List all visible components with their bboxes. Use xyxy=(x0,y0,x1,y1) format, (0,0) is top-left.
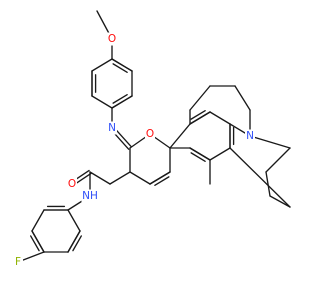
bond-lines xyxy=(17,10,291,263)
atom-labels: O O O N N NH F xyxy=(13,32,255,269)
double-bond xyxy=(190,152,206,162)
double-bond xyxy=(112,94,128,104)
double-bond xyxy=(189,147,211,161)
double-bond xyxy=(112,63,128,73)
single-bond xyxy=(269,195,291,208)
double-bond xyxy=(189,111,211,125)
double-bond xyxy=(190,110,206,120)
amide-nh-label: NH xyxy=(82,190,98,202)
double-bond xyxy=(67,230,81,253)
imine-nitrogen-label-background xyxy=(107,121,117,135)
double-bond xyxy=(72,235,83,252)
double-bond xyxy=(111,58,133,72)
fluorine-label: F xyxy=(15,256,21,268)
methoxy-oxygen-label: O xyxy=(108,33,116,45)
single-bond xyxy=(91,95,113,109)
single-bond xyxy=(129,171,151,185)
julolidine-nitrogen-label-background xyxy=(245,129,255,143)
double-bond xyxy=(154,176,170,186)
julolidine-nitrogen-label: N xyxy=(246,130,254,142)
double-bond xyxy=(29,235,40,252)
carbonyl-oxygen-label-background xyxy=(67,177,77,191)
single-bond xyxy=(109,171,131,185)
single-bond xyxy=(89,171,111,185)
single-bond xyxy=(209,147,231,161)
pyran-oxygen-label: O xyxy=(146,128,154,140)
methoxy-oxygen-label-background xyxy=(107,32,117,46)
pyran-oxygen-label-background xyxy=(145,127,155,141)
fluorine-label-background xyxy=(13,255,23,269)
carbonyl-oxygen-label: O xyxy=(68,178,76,190)
single-bond xyxy=(169,123,191,149)
single-bond xyxy=(265,147,291,173)
single-bond xyxy=(91,58,113,72)
amide-nh-label-background xyxy=(81,189,99,203)
single-bond xyxy=(229,147,291,208)
single-bond xyxy=(31,209,45,232)
double-bond xyxy=(149,171,171,185)
single-bond xyxy=(209,111,231,125)
imine-nitrogen-label: N xyxy=(108,122,116,134)
single-bond xyxy=(249,135,291,149)
single-bond xyxy=(67,209,81,232)
chemical-structure-diagram: O O O N N NH F xyxy=(13,10,291,269)
double-bond xyxy=(111,95,133,109)
single-bond xyxy=(234,85,251,111)
single-bond xyxy=(265,171,271,197)
single-bond xyxy=(189,85,211,111)
double-bond xyxy=(31,230,45,253)
